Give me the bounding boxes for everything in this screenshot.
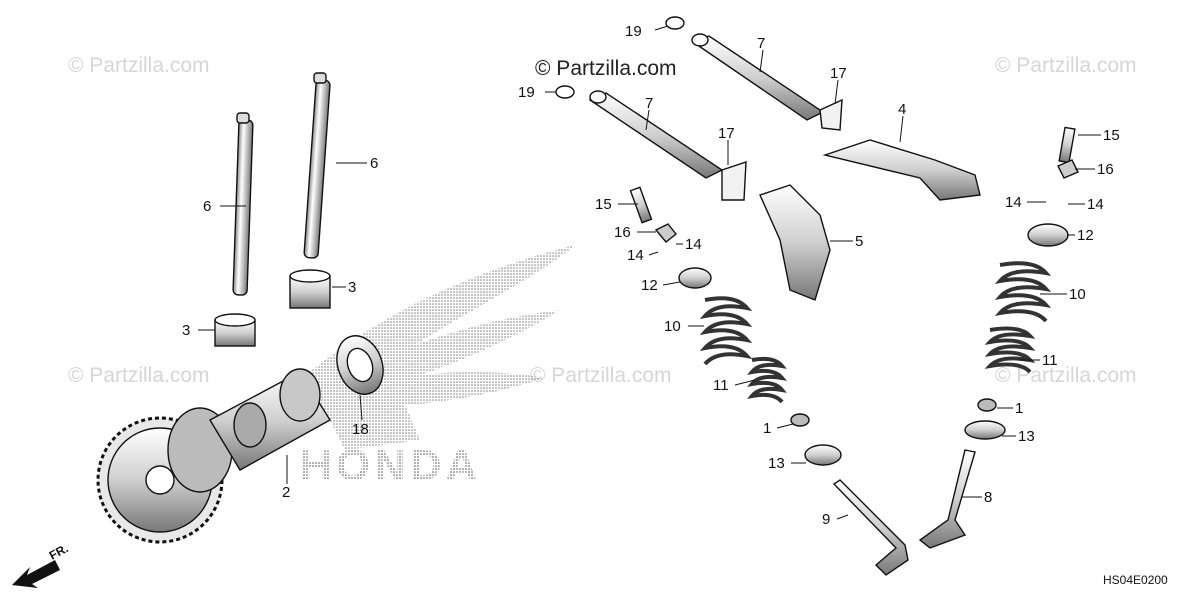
callout-19-lower: 19 — [518, 84, 535, 101]
washer-upper — [665, 16, 685, 30]
callout-labels: 19 7 17 19 7 17 4 6 6 3 3 18 2 15 16 14 … — [182, 23, 1120, 528]
callout-13-left: 13 — [768, 455, 785, 472]
callout-19-upper: 19 — [625, 23, 642, 40]
bearing — [336, 335, 384, 395]
watermark-group: © Partzilla.com © Partzilla.com © Partzi… — [68, 54, 1137, 387]
callout-5: 5 — [855, 233, 863, 250]
watermark-main: © Partzilla.com — [535, 57, 677, 80]
pushrod-left — [232, 112, 254, 296]
plate-upper — [819, 98, 843, 131]
callout-16-left: 16 — [614, 224, 631, 241]
callout-14-right-b: 14 — [1087, 196, 1104, 213]
callout-3-lower: 3 — [182, 322, 190, 339]
watermark: © Partzilla.com — [530, 364, 672, 387]
callout-6-right: 6 — [370, 155, 378, 172]
lifter-upper — [289, 269, 331, 309]
callout-12-left: 12 — [641, 277, 658, 294]
callout-18: 18 — [352, 421, 369, 438]
camshaft-assembly — [96, 368, 331, 544]
diagram-code: HS04E0200 — [1103, 573, 1168, 587]
valve-assembly-right — [918, 126, 1079, 549]
callout-14-left-a: 14 — [627, 247, 644, 264]
callout-15-right: 15 — [1103, 127, 1120, 144]
callout-13-right: 13 — [1018, 428, 1035, 445]
callout-9: 9 — [822, 511, 830, 528]
honda-logo-text: HONDA — [300, 441, 481, 490]
plate-lower — [721, 161, 747, 201]
callout-7-lower: 7 — [645, 95, 653, 112]
watermark: © Partzilla.com — [995, 364, 1137, 387]
callout-16-right: 16 — [1097, 161, 1114, 178]
washer-lower — [555, 85, 575, 99]
watermark: © Partzilla.com — [68, 54, 210, 77]
callout-8: 8 — [984, 489, 992, 506]
callout-6-left: 6 — [203, 198, 211, 215]
callout-2: 2 — [282, 484, 290, 501]
pushrod-right — [303, 72, 331, 259]
lifter-lower — [214, 313, 256, 347]
watermark: © Partzilla.com — [68, 364, 210, 387]
rocker-arm-intake — [759, 184, 831, 301]
rocker-arm-exhaust — [822, 139, 981, 201]
leader-lines — [198, 25, 1101, 520]
callout-10-right: 10 — [1069, 286, 1086, 303]
callout-14-right-a: 14 — [1005, 194, 1022, 211]
callout-11-right: 11 — [1042, 352, 1058, 369]
callout-7-upper: 7 — [757, 35, 765, 52]
watermark: © Partzilla.com — [995, 54, 1137, 77]
callout-3-upper: 3 — [348, 279, 356, 296]
front-direction-arrow: FR. — [12, 541, 70, 588]
rocker-shaft-lower — [588, 90, 724, 179]
callout-1-left: 1 — [763, 420, 771, 437]
callout-17-upper: 17 — [830, 65, 847, 82]
callout-11-left: 11 — [713, 377, 729, 394]
callout-1-right: 1 — [1015, 400, 1023, 417]
callout-14-left-b: 14 — [685, 236, 702, 253]
callout-12-right: 12 — [1077, 227, 1094, 244]
callout-17-lower: 17 — [718, 125, 735, 142]
front-label: FR. — [47, 541, 71, 562]
callout-4: 4 — [898, 101, 906, 118]
callout-10-left: 10 — [664, 318, 681, 335]
callout-15-left: 15 — [595, 196, 612, 213]
valve-assembly-left — [629, 186, 909, 576]
